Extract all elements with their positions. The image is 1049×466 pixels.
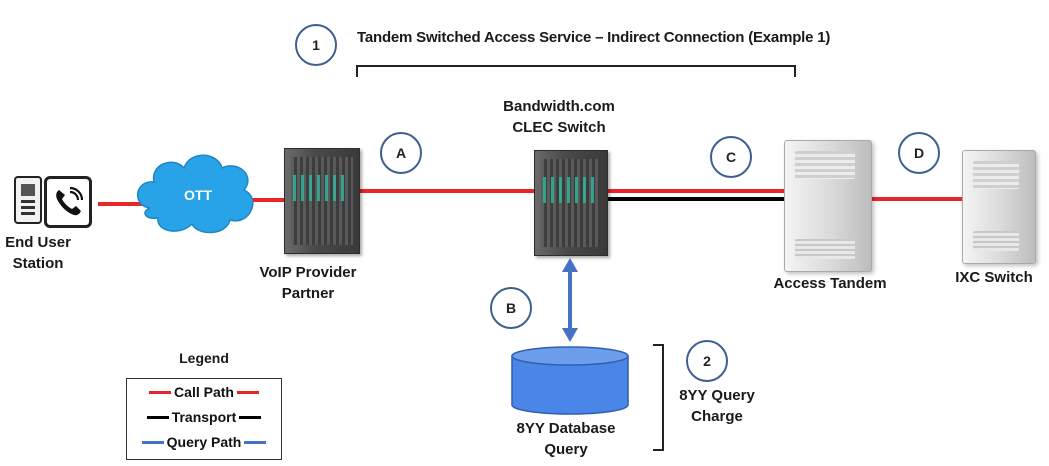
legend-swatch <box>149 390 172 394</box>
marker-2: 2 <box>686 340 728 382</box>
query-arrow-up <box>562 258 578 272</box>
legend-swatch <box>239 415 262 419</box>
legend-box: Call Path Transport Query Path <box>126 378 282 460</box>
ott-label: OTT <box>184 187 212 203</box>
ixc-switch-server-icon <box>962 150 1036 264</box>
marker-c: C <box>710 136 752 178</box>
access-tandem-label: Access Tandem <box>773 275 887 292</box>
query-charge-label: 8YY Query Charge <box>679 387 755 425</box>
legend-label: Query Path <box>166 434 242 450</box>
database-label: 8YY Database Query <box>516 420 616 458</box>
ott-cloud <box>136 154 254 234</box>
desk-phone-icon <box>44 176 92 228</box>
legend-item-transport: Transport <box>127 409 281 425</box>
ixc-switch-label: IXC Switch <box>955 269 1033 286</box>
legend-label: Call Path <box>174 384 234 400</box>
mobile-phone-icon <box>14 176 42 224</box>
legend-title: Legend <box>179 350 229 366</box>
query-arrow-down <box>562 328 578 342</box>
legend-swatch <box>141 440 164 444</box>
clec-switch-icon <box>534 150 608 256</box>
marker-d: D <box>898 132 940 174</box>
legend-item-call-path: Call Path <box>127 384 281 400</box>
marker-1: 1 <box>295 24 337 66</box>
end-user-label: End User Station <box>5 234 71 272</box>
voip-switch-icon <box>284 148 360 254</box>
database-icon <box>511 346 629 415</box>
marker-b: B <box>490 287 532 329</box>
clec-switch-label: Bandwidth.com CLEC Switch <box>503 98 615 136</box>
diagram-title: Tandem Switched Access Service – Indirec… <box>357 29 831 46</box>
voip-provider-label: VoIP Provider Partner <box>259 264 357 302</box>
legend-item-query-path: Query Path <box>127 434 281 450</box>
legend-swatch <box>244 440 267 444</box>
query-bracket <box>653 344 664 451</box>
access-tandem-server-icon <box>784 140 872 272</box>
legend-swatch <box>236 390 259 394</box>
legend-swatch <box>146 415 169 419</box>
legend-label: Transport <box>171 409 237 425</box>
title-bracket <box>356 65 796 77</box>
marker-a: A <box>380 132 422 174</box>
